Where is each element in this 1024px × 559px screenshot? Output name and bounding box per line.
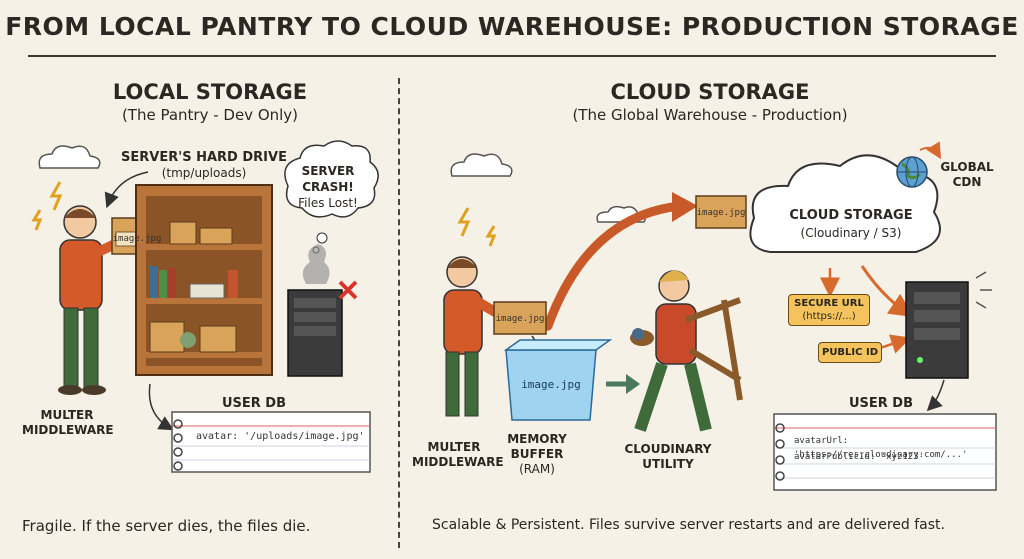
page-title: FROM LOCAL PANTRY TO CLOUD WAREHOUSE: PR… (5, 12, 1019, 41)
local-storage-subheading: (The Pantry - Dev Only) (121, 106, 299, 124)
lightning-icon (485, 225, 497, 247)
cloud-doodle-right (450, 153, 646, 223)
image-box-left-label: image.jpg (112, 234, 162, 244)
hard-drive-shelf (135, 184, 273, 376)
section-divider (398, 78, 400, 548)
hard-drive-label: SERVER'S HARD DRIVE (121, 150, 287, 165)
lightning-icon (49, 181, 63, 211)
multer-label-right-line1: MULTER (427, 440, 481, 454)
cloud-footer-note: Scalable & Persistent. Files survive ser… (432, 517, 945, 533)
image-box-right (493, 301, 547, 335)
user-db-entry-left: avatar: '/uploads/image.jpg' (196, 431, 365, 442)
cloud-to-server-arrow (860, 265, 914, 317)
arrow-to-user-db-left (148, 383, 174, 431)
cloud-storage-cloud (749, 154, 941, 253)
cdn-label-line1: GLOBAL (940, 160, 994, 174)
upload-arc-arrowhead (672, 192, 698, 222)
cloud-storage-label: CLOUD STORAGE (789, 208, 913, 223)
title-underline (28, 55, 996, 57)
multer-label-right-line2: MIDDLEWARE (412, 455, 504, 469)
multer-label-left-line2: MIDDLEWARE (22, 423, 114, 437)
secure-url-line1: SECURE URL (794, 298, 864, 309)
lightning-icon (457, 207, 471, 237)
upload-arc-arrow (543, 201, 685, 331)
image-box-right-label: image.jpg (495, 314, 545, 324)
multer-label-left-line1: MULTER (40, 408, 94, 422)
arrow-to-user-db-right (926, 379, 945, 412)
memory-buffer-box (503, 339, 613, 421)
cloud-doodle-left (38, 145, 101, 169)
arrow-to-shelf (104, 171, 149, 209)
memory-buffer-label-line1: MEMORY (507, 432, 567, 446)
crash-text-line1: SERVER (301, 164, 355, 178)
user-db-notebook-right (773, 413, 997, 491)
crash-text-line2: CRASH! (302, 180, 354, 194)
cdn-label-line2: CDN (952, 175, 982, 189)
lightning-icon (31, 209, 43, 231)
memory-buffer-label-line3: (RAM) (519, 462, 555, 476)
production-server (905, 271, 992, 379)
globe-icon (896, 156, 928, 188)
cloud-storage-sub: (Cloudinary / S3) (800, 226, 902, 240)
crashed-server (287, 244, 358, 377)
flying-image-box (695, 195, 747, 229)
flying-box-label: image.jpg (696, 208, 746, 218)
hard-drive-path: (tmp/uploads) (161, 166, 247, 180)
cdn-arrow (919, 141, 942, 160)
memory-buffer-label-line2: BUFFER (510, 447, 564, 461)
secure-url-tag: SECURE URL (https://...) (788, 294, 870, 326)
arrow-buffer-to-utility-head (626, 374, 640, 394)
cloudinary-utility-label-line1: CLOUDINARY (624, 442, 712, 456)
crash-text-line3: Files Lost! (298, 196, 358, 210)
local-storage-heading: LOCAL STORAGE (112, 80, 308, 104)
local-footer-note: Fragile. If the server dies, the files d… (22, 517, 311, 535)
cloud-storage-subheading: (The Global Warehouse - Production) (572, 106, 848, 124)
catapult-stone (632, 328, 644, 340)
cloudinary-utility-figure (630, 270, 743, 432)
public-id-arrow (879, 334, 912, 354)
user-db-notebook-left (171, 411, 371, 473)
user-db-label-right: USER DB (848, 396, 914, 411)
developer-figure-right (443, 256, 507, 417)
secure-url-line2: (https://...) (802, 311, 856, 322)
cloud-storage-heading: CLOUD STORAGE (610, 80, 810, 104)
public-id-tag: PUBLIC ID (818, 342, 882, 363)
user-db-entry-right-1: avatarUrl: 'https://res.cloudinary.com/.… (794, 436, 968, 460)
user-db-label-left: USER DB (221, 396, 287, 411)
user-db-entry-right-2: avatarPublicId: 'xyz123' (794, 452, 925, 462)
memory-buffer-content: image.jpg (521, 378, 581, 391)
cloudinary-utility-label-line2: UTILITY (642, 457, 694, 471)
